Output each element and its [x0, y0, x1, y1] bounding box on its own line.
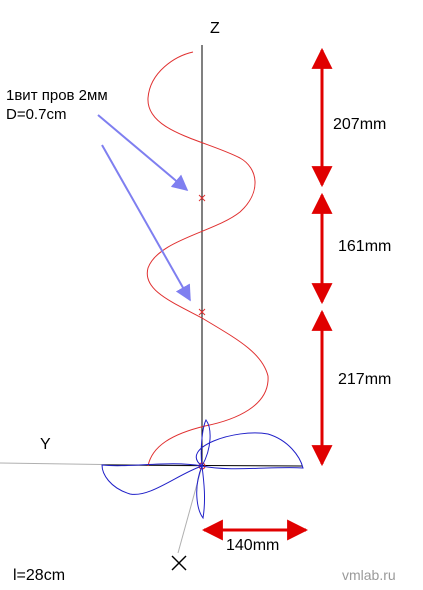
dimension-label-top: 207mm — [333, 116, 387, 133]
annotation-line-2: D=0.7cm — [6, 106, 67, 123]
dimension-label-horizontal: 140mm — [226, 537, 280, 554]
pointer-arrow-lower — [101, 144, 191, 302]
radiation-pattern-horizontal — [101, 432, 304, 495]
watermark: vmlab.ru — [342, 567, 396, 583]
dimension-label-bottom: 217mm — [338, 371, 392, 388]
feed-point-marker-upper — [198, 194, 206, 202]
pointer-arrow-upper — [97, 114, 189, 192]
x-axis-cross — [171, 555, 187, 571]
radiation-pattern-vertical — [196, 419, 211, 520]
z-axis-label: Z — [210, 20, 220, 37]
y-axis-label: Y — [40, 436, 51, 453]
dimension-label-middle: 161mm — [338, 238, 392, 255]
helix-wire — [146, 51, 269, 467]
length-label: l=28cm — [13, 567, 66, 584]
feed-point-marker-lower — [198, 308, 206, 316]
annotation-line-1: 1вит пров 2мм — [6, 87, 108, 104]
